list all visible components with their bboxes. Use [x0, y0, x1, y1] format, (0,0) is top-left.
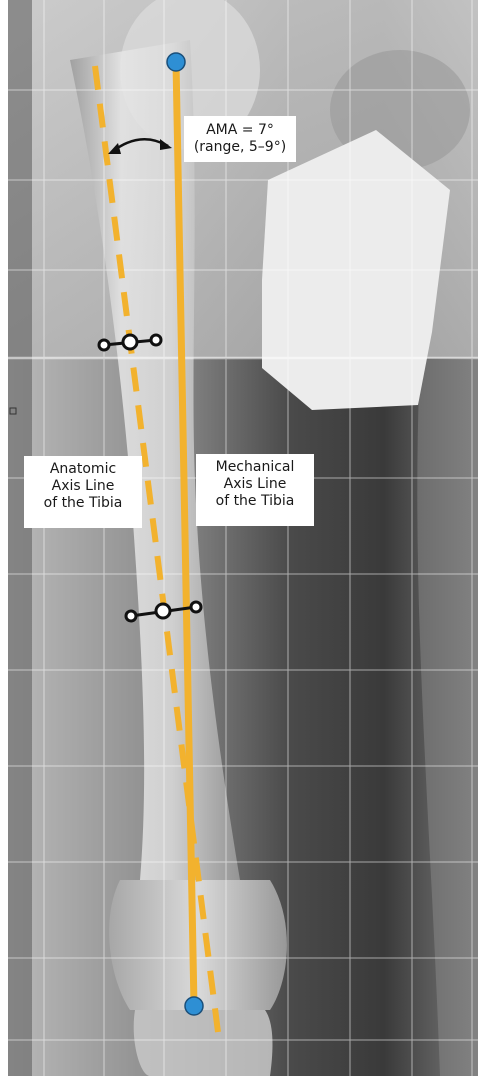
midpoint-marker-lower — [124, 600, 203, 623]
midpoint-marker-upper — [97, 333, 163, 352]
mechanical-axis-line — [172, 61, 198, 1007]
contralateral-leg — [417, 360, 478, 1076]
anatomic-axis-label: Anatomic Axis Line of the Tibia — [24, 456, 142, 528]
edge-marker — [9, 407, 17, 415]
mechanical-label-line-1: Mechanical — [215, 459, 295, 475]
anatomic-label-line-1: Anatomic — [49, 461, 117, 477]
anatomic-axis-line — [92, 65, 221, 1033]
knee-joint — [109, 880, 287, 1010]
mechanical-axis-label: Mechanical Axis Line of the Tibia — [196, 454, 314, 526]
left-dark-strip — [8, 0, 32, 1076]
mechanical-label-line-2: Axis Line — [223, 476, 287, 492]
anatomic-label-line-2: Axis Line — [51, 478, 115, 494]
anatomic-label-line-3: of the Tibia — [43, 495, 123, 511]
ama-range: (range, 5–9°) — [193, 139, 287, 155]
ama-arrowhead-right — [160, 139, 172, 150]
ama-label: AMA = 7° (range, 5–9°) — [184, 116, 296, 162]
ama-arrowhead-left — [108, 143, 121, 154]
mechanical-label-line-3: of the Tibia — [215, 493, 295, 509]
ama-value: AMA = 7° — [206, 122, 274, 138]
mechanical-axis-bottom-endpoint — [184, 996, 204, 1016]
mechanical-axis-top-endpoint — [166, 52, 186, 72]
lower-bone — [133, 1010, 273, 1076]
